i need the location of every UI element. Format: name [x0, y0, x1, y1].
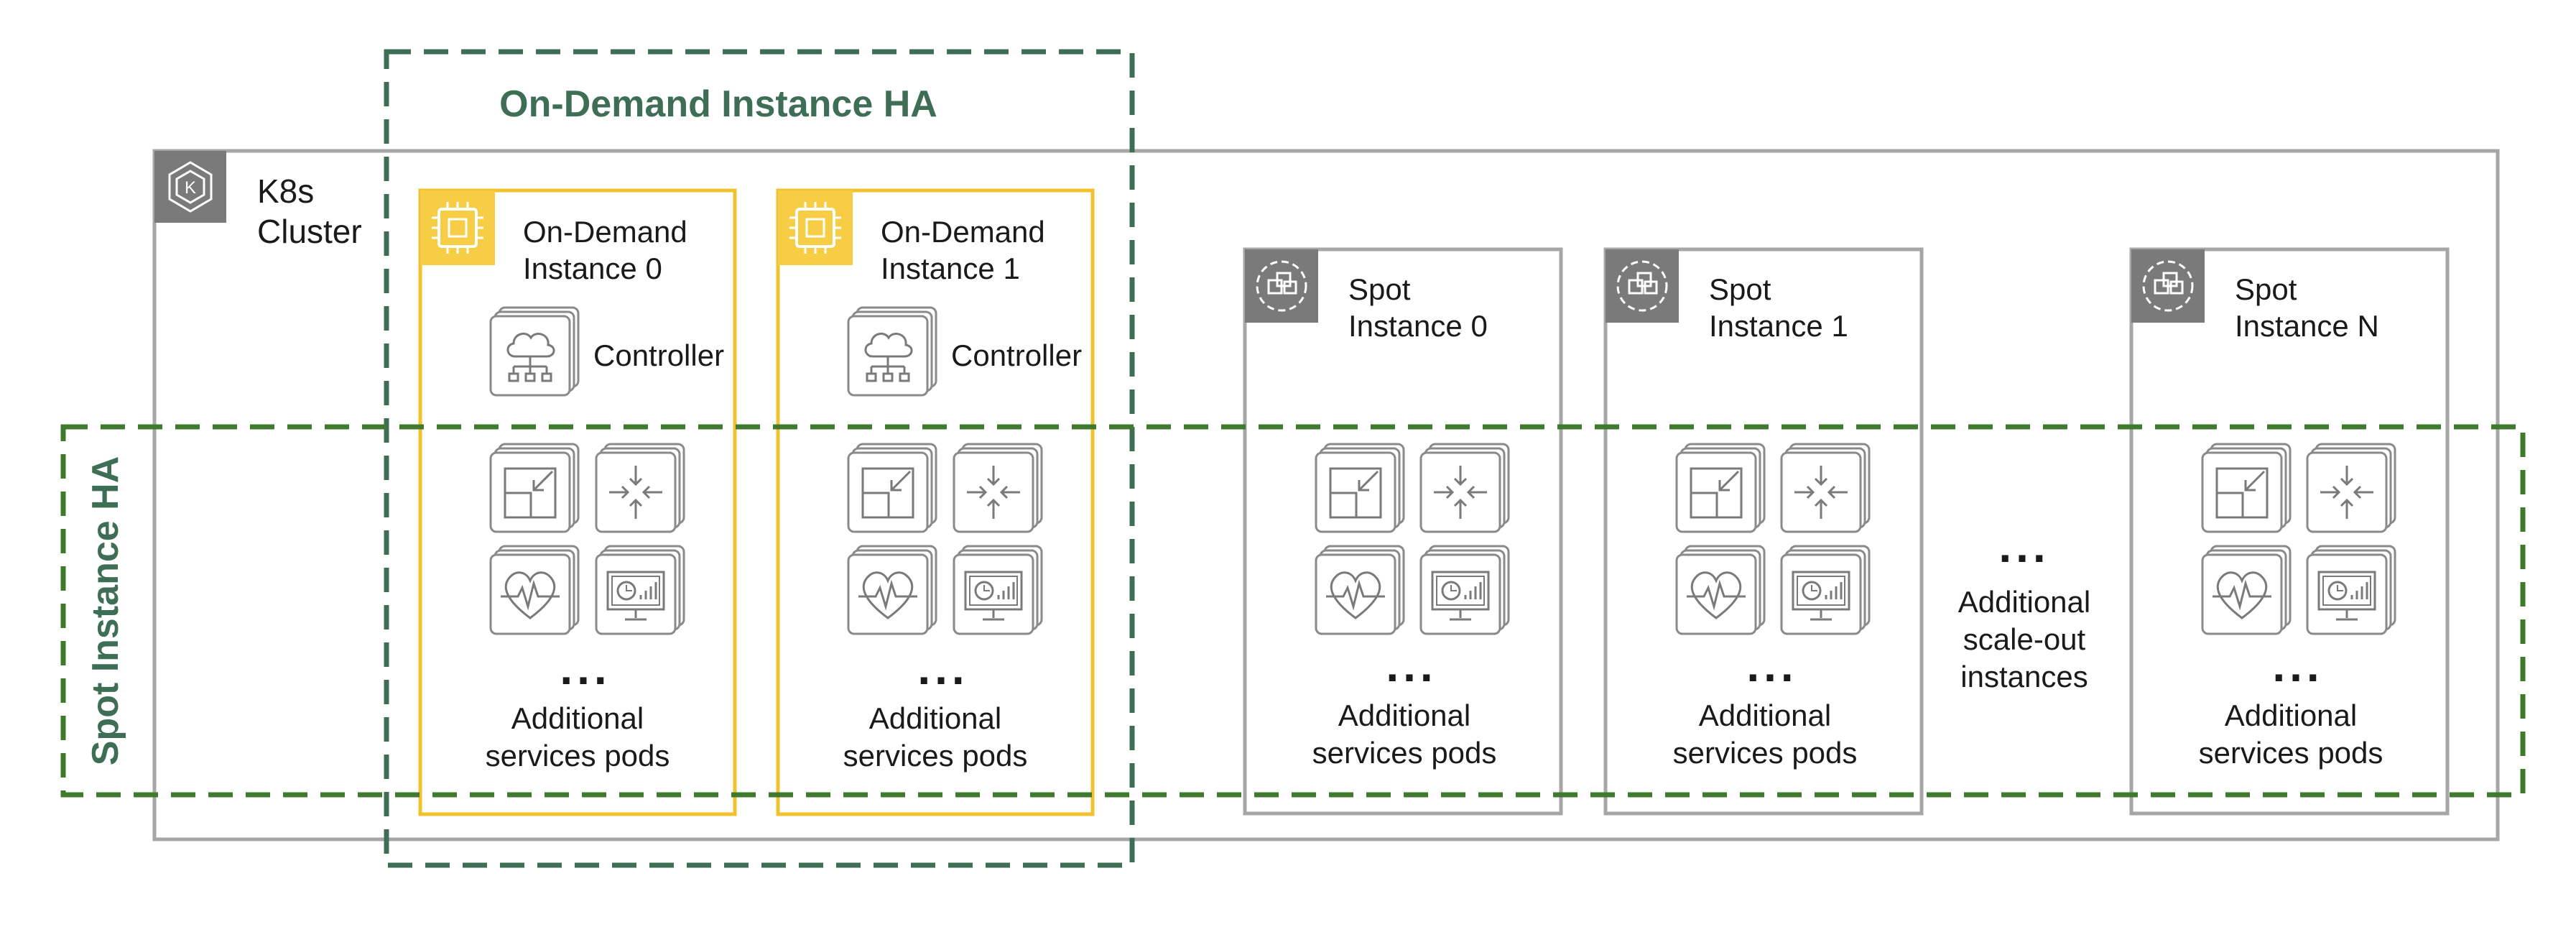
monitor-chart-icon: [595, 545, 685, 635]
spot-instance-n: Spot Instance N ... Additional services …: [2129, 247, 2450, 816]
k8s-cluster-badge: [154, 151, 226, 223]
spot-instance-0: Spot Instance 0 ... Additional services …: [1243, 247, 1563, 816]
resize-icon: [1315, 443, 1405, 533]
ellipsis: ...: [1746, 640, 1797, 691]
footer-line2: services pods: [1312, 736, 1497, 770]
instance-title-line2: Instance 1: [881, 252, 1020, 285]
footer-line1: Additional: [511, 701, 644, 735]
shrink-icon: [2306, 443, 2396, 533]
shrink-icon: [1780, 443, 1871, 533]
instance-title-line1: On-Demand: [881, 215, 1045, 249]
footer-line1: Additional: [2225, 698, 2357, 732]
instance-title-line1: On-Demand: [523, 215, 687, 249]
instance-title-line1: Spot: [1348, 272, 1411, 306]
ellipsis: ...: [560, 642, 611, 694]
controller-icon: [847, 306, 937, 397]
ellipsis: ...: [1998, 520, 2049, 572]
scale-out-line3: instances: [1960, 660, 2088, 693]
controller-label: Controller: [593, 338, 724, 372]
ellipsis: ...: [1386, 640, 1437, 691]
instance-title-line2: Instance 1: [1709, 309, 1848, 343]
instance-title-line1: Spot: [2235, 272, 2297, 306]
resize-icon: [489, 443, 580, 533]
spot-instance-1: Spot Instance 1 ... Additional services …: [1603, 247, 1924, 816]
instance-title-line1: Spot: [1709, 272, 1771, 306]
on-demand-instance-1: On-Demand Instance 1 Controller ... Addi…: [776, 188, 1095, 816]
heartbeat-icon: [1675, 545, 1766, 635]
footer-line2: services pods: [2199, 736, 2383, 770]
cluster-label-line1: K8s: [257, 172, 314, 210]
monitor-chart-icon: [953, 545, 1043, 635]
footer-line1: Additional: [869, 701, 1001, 735]
footer-line1: Additional: [1338, 698, 1470, 732]
ellipsis: ...: [917, 642, 968, 694]
controller-icon: [489, 306, 580, 397]
on-demand-ha-label: On-Demand Instance HA: [499, 83, 937, 125]
scale-out-line2: scale-out: [1963, 622, 2086, 656]
footer-line2: services pods: [843, 739, 1028, 772]
heartbeat-icon: [489, 545, 580, 635]
ellipsis: ...: [2272, 640, 2323, 691]
scale-out-note: ... Additional scale-out instances: [1958, 520, 2090, 693]
shrink-icon: [953, 443, 1043, 533]
shrink-icon: [595, 443, 685, 533]
on-demand-instance-0: On-Demand Instance 0 Controller ... Addi…: [418, 188, 737, 816]
monitor-chart-icon: [1780, 545, 1871, 635]
heartbeat-icon: [847, 545, 937, 635]
spot-ha-label: Spot Instance HA: [85, 456, 126, 766]
on-demand-ha-region: [384, 49, 1135, 868]
instance-title-line2: Instance 0: [1348, 309, 1488, 343]
monitor-chart-icon: [2306, 545, 2396, 635]
resize-icon: [847, 443, 937, 533]
resize-icon: [1675, 443, 1766, 533]
monitor-chart-icon: [1419, 545, 1510, 635]
instance-title-line2: Instance N: [2235, 309, 2379, 343]
instance-title-line2: Instance 0: [523, 252, 662, 285]
scale-out-line1: Additional: [1958, 585, 2090, 619]
controller-label: Controller: [951, 338, 1082, 372]
instance-badge: [420, 190, 495, 265]
heartbeat-icon: [1315, 545, 1405, 635]
spot-ha-region: [60, 424, 2526, 798]
instance-badge: [778, 190, 853, 265]
footer-line2: services pods: [486, 739, 670, 772]
heartbeat-icon: [2201, 545, 2292, 635]
resize-icon: [2201, 443, 2292, 533]
cluster-label-line2: Cluster: [257, 213, 362, 250]
footer-line2: services pods: [1673, 736, 1858, 770]
footer-line1: Additional: [1699, 698, 1831, 732]
k8s-cluster-frame: [152, 149, 2500, 841]
shrink-icon: [1419, 443, 1510, 533]
